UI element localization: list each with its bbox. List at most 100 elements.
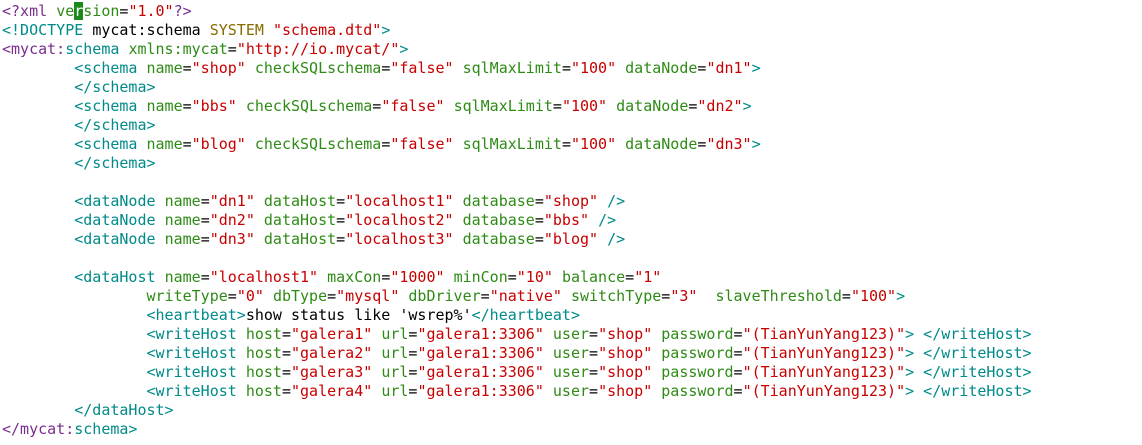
code-line[interactable]: <mycat:schema xmlns:mycat="http://io.myc… xyxy=(0,40,1142,59)
code-token: <heartbeat> xyxy=(2,306,246,324)
code-line[interactable]: writeType="0" dbType="mysql" dbDriver="n… xyxy=(0,287,1142,306)
code-token: "dn3" xyxy=(706,135,752,153)
code-token: = xyxy=(327,287,337,305)
code-token: = xyxy=(733,325,743,343)
code-token: "100" xyxy=(570,135,626,153)
code-token: "(TianYunYang123)" xyxy=(742,363,906,381)
code-token: </schema> xyxy=(2,116,156,134)
code-line[interactable]: <writeHost host="galera1" url="galera1:3… xyxy=(0,325,1142,344)
code-token: name xyxy=(146,59,183,77)
code-token: "schema.dtd" xyxy=(272,21,382,39)
code-token: dataNode xyxy=(625,135,698,153)
code-token: "dn3" xyxy=(209,230,264,248)
code-line[interactable]: </schema> xyxy=(0,154,1142,173)
code-line[interactable]: <writeHost host="galera4" url="galera1:3… xyxy=(0,382,1142,401)
code-token: database xyxy=(462,192,535,210)
code-token: "shop" xyxy=(191,59,255,77)
code-line[interactable]: <!DOCTYPE mycat:schema SYSTEM "schema.dt… xyxy=(0,21,1142,40)
code-line[interactable]: <writeHost host="galera3" url="galera1:3… xyxy=(0,363,1142,382)
code-token: "bbs" xyxy=(191,97,246,115)
code-line[interactable]: <writeHost host="galera2" url="galera1:3… xyxy=(0,344,1142,363)
code-token: <!DOCTYPE xyxy=(2,21,93,39)
code-token: password xyxy=(661,325,734,343)
code-token: "shop" xyxy=(598,344,662,362)
code-line[interactable]: </mycat:schema> xyxy=(0,420,1142,439)
code-line[interactable]: <schema name="shop" checkSQLschema="fals… xyxy=(0,59,1142,78)
code-token: "galera1:3306" xyxy=(417,325,553,343)
code-line[interactable]: <schema name="blog" checkSQLschema="fals… xyxy=(0,135,1142,154)
code-line[interactable]: <schema name="bbs" checkSQLschema="false… xyxy=(0,97,1142,116)
code-token: checkSQLschema xyxy=(254,135,382,153)
code-token: > </writeHost> xyxy=(905,344,1032,362)
code-token: > xyxy=(896,287,906,305)
code-token: > xyxy=(399,40,409,58)
code-token: "galera3" xyxy=(291,363,382,381)
code-token: "galera2" xyxy=(291,344,382,362)
code-token: = xyxy=(408,363,418,381)
code-token: = xyxy=(281,344,291,362)
code-token: > </writeHost> xyxy=(905,363,1032,381)
code-token: name xyxy=(164,268,201,286)
code-line[interactable]: <dataNode name="dn1" dataHost="localhost… xyxy=(0,192,1142,211)
code-line[interactable]: <dataNode name="dn3" dataHost="localhost… xyxy=(0,230,1142,249)
code-token: name xyxy=(164,192,201,210)
code-token: <writeHost xyxy=(2,382,246,400)
code-token: dataHost xyxy=(263,192,337,210)
code-token: = xyxy=(336,230,346,248)
code-token: name xyxy=(146,135,183,153)
code-token: "false" xyxy=(390,135,463,153)
code-token: "native" xyxy=(489,287,571,305)
code-token: > xyxy=(381,21,391,39)
code-token: dataHost xyxy=(263,230,337,248)
code-token: = xyxy=(408,344,418,362)
code-token: > </writeHost> xyxy=(905,325,1032,343)
code-token: "shop" xyxy=(598,382,662,400)
code-line[interactable] xyxy=(0,249,1142,268)
code-token: = xyxy=(534,211,544,229)
code-token: mycat:schema xyxy=(92,21,210,39)
code-token: <dataHost xyxy=(2,268,165,286)
code-token: "1.0" xyxy=(128,2,174,20)
code-token: "(TianYunYang123)" xyxy=(742,344,906,362)
code-token: = xyxy=(408,382,418,400)
code-token: <dataNode xyxy=(2,211,165,229)
code-token: "1000" xyxy=(390,268,454,286)
code-token xyxy=(2,287,147,305)
code-token: "bbs" xyxy=(543,211,599,229)
code-token: = xyxy=(200,268,210,286)
code-token: = xyxy=(561,59,571,77)
code-token: = xyxy=(534,230,544,248)
code-token: sion xyxy=(83,2,120,20)
code-line[interactable]: </dataHost> xyxy=(0,401,1142,420)
code-line[interactable]: </schema> xyxy=(0,116,1142,135)
code-token: /> xyxy=(607,192,626,210)
code-token: password xyxy=(661,363,734,381)
code-token: = xyxy=(661,287,671,305)
code-token: = xyxy=(733,363,743,381)
code-token: = xyxy=(507,268,517,286)
code-token: "galera1:3306" xyxy=(417,382,553,400)
code-token: <dataNode xyxy=(2,230,165,248)
code-token: <schema xyxy=(2,97,147,115)
code-token: </schema> xyxy=(2,78,156,96)
code-line[interactable]: <dataHost name="localhost1" maxCon="1000… xyxy=(0,268,1142,287)
code-token: <mycat: xyxy=(2,40,66,58)
code-token: = xyxy=(200,211,210,229)
code-token: > xyxy=(751,135,761,153)
code-token: <writeHost xyxy=(2,325,246,343)
code-token: <dataNode xyxy=(2,192,165,210)
code-line[interactable]: <dataNode name="dn2" dataHost="localhost… xyxy=(0,211,1142,230)
code-token: = xyxy=(733,382,743,400)
code-token: = xyxy=(336,211,346,229)
code-token: name xyxy=(164,230,201,248)
code-line[interactable]: </schema> xyxy=(0,78,1142,97)
code-line[interactable]: <?xml version="1.0"?> xyxy=(0,2,1142,21)
code-token: = xyxy=(589,363,599,381)
code-token: = xyxy=(688,97,698,115)
code-line[interactable]: <heartbeat>show status like 'wsrep%'</he… xyxy=(0,306,1142,325)
code-token: minCon xyxy=(453,268,508,286)
code-token: = xyxy=(182,97,192,115)
code-line[interactable] xyxy=(0,173,1142,192)
code-token: = xyxy=(336,192,346,210)
